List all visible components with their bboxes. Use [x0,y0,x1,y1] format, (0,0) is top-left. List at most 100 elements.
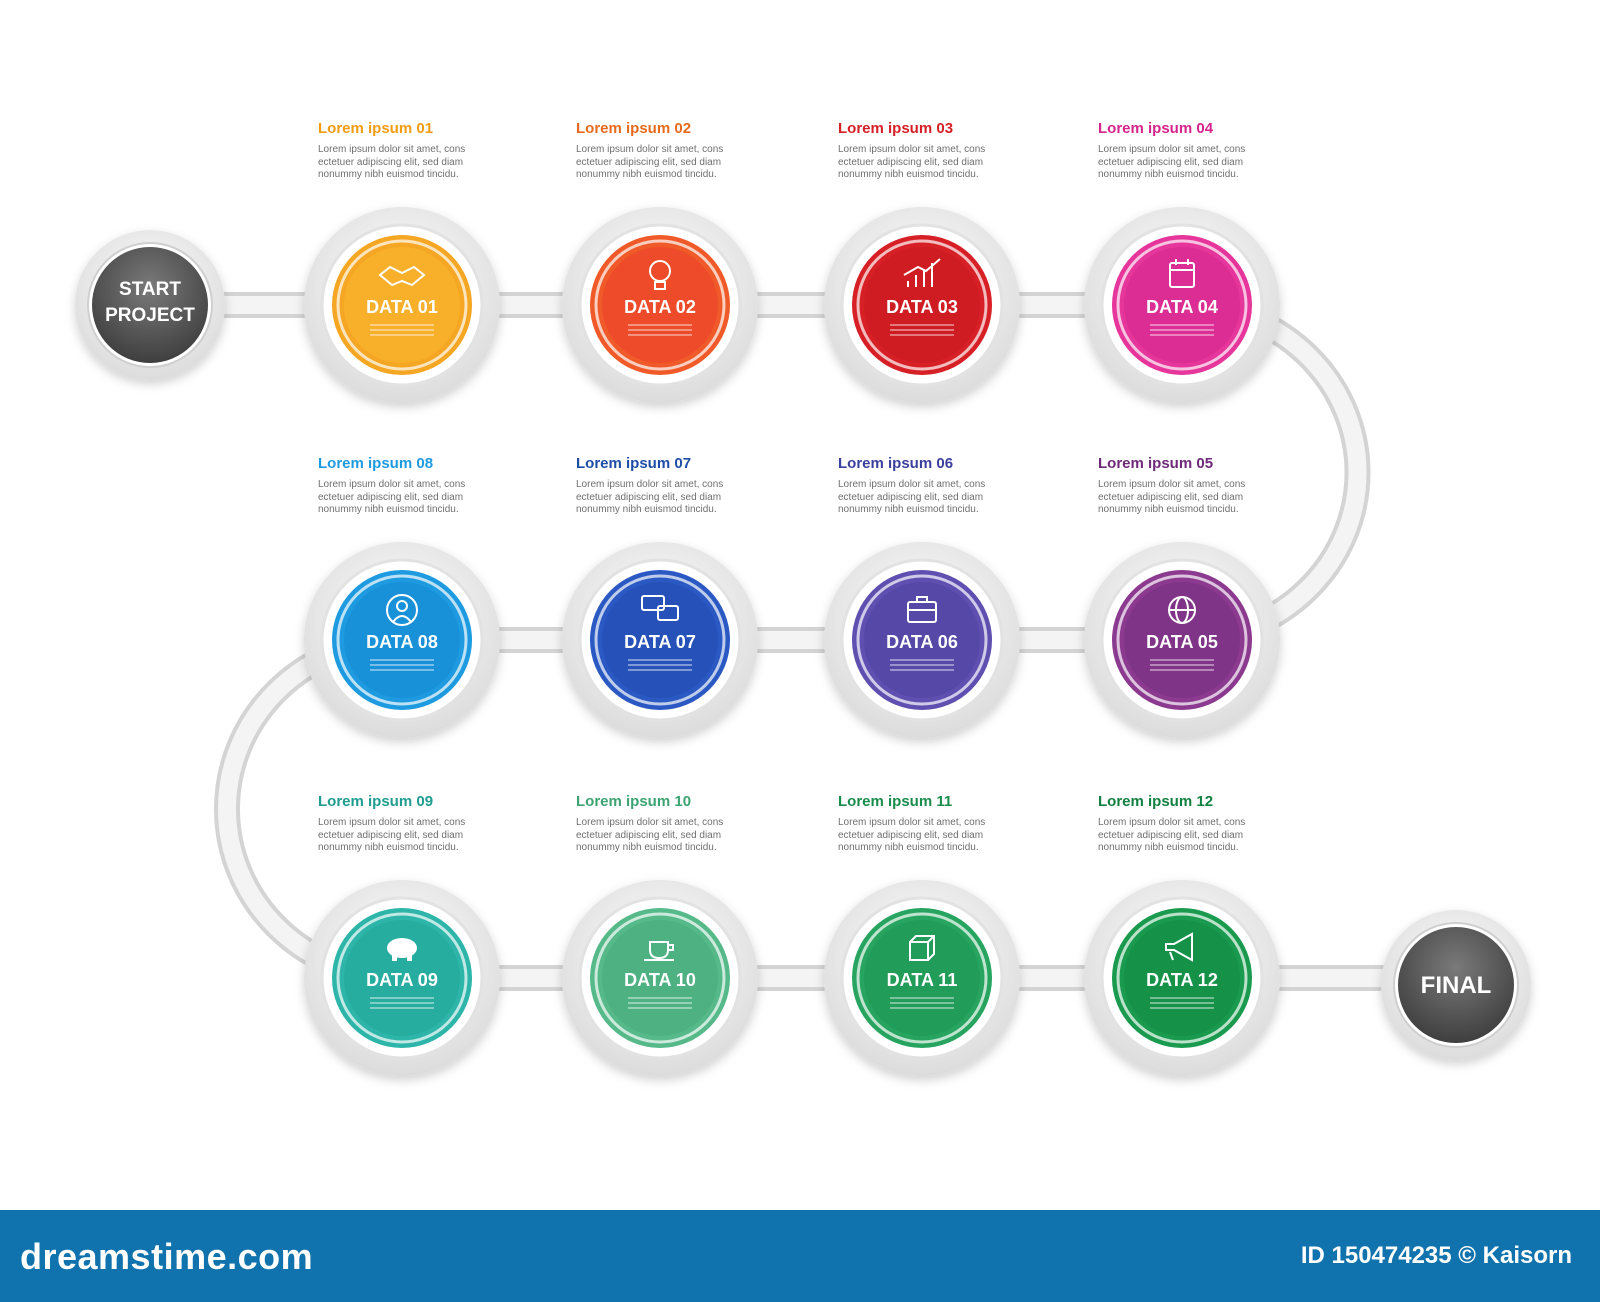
step-description: Lorem ipsum dolor sit amet, cons ectetue… [318,144,466,180]
step-disc [590,235,730,375]
step-node[interactable]: DATA 07 [562,542,758,738]
step-description: Lorem ipsum dolor sit amet, cons ectetue… [576,817,724,853]
step-disc-core [864,247,980,363]
step-description: Lorem ipsum dolor sit amet, cons ectetue… [318,479,466,515]
image-credit: ID 150474235 © Kaisorn [1300,1242,1572,1269]
step-disc [852,908,992,1048]
step-title: Lorem ipsum 01 [318,120,434,137]
step-title: Lorem ipsum 02 [576,120,692,137]
step-node-label: DATA 05 [1146,632,1218,652]
timeline-diagram: START PROJECT FINAL DATA 01 DATA 02 DATA 03 DA… [75,207,1531,1076]
final-node[interactable]: FINAL [1381,910,1531,1060]
step-disc [590,908,730,1048]
step-title: Lorem ipsum 04 [1098,120,1214,137]
piggy-bank-icon [387,938,417,961]
step-disc-highlight [336,574,468,706]
step-description: Lorem ipsum dolor sit amet, cons ectetue… [838,479,986,515]
step-disc-core [344,582,460,698]
step-description: Lorem ipsum dolor sit amet, cons ectetue… [1098,479,1246,515]
step-description: Lorem ipsum dolor sit amet, cons ectetue… [838,817,986,853]
step-disc-highlight [1116,912,1248,1044]
step-title: Lorem ipsum 08 [318,455,434,472]
step-disc-core [1124,920,1240,1036]
handshake-icon [378,265,426,287]
step-disc-core [602,920,718,1036]
megaphone-icon [1165,932,1193,962]
step-description: Lorem ipsum dolor sit amet, cons ectetue… [1098,817,1246,853]
step-disc [332,908,472,1048]
step-description: Lorem ipsum dolor sit amet, cons ectetue… [318,817,466,853]
step-node[interactable]: DATA 10 [562,880,758,1076]
step-disc-highlight [336,239,468,371]
step-disc [332,570,472,710]
step-disc-highlight [856,912,988,1044]
step-disc-core [344,247,460,363]
step-node[interactable]: DATA 05 [1084,542,1280,738]
step-node-label: DATA 12 [1146,970,1218,990]
step-disc-core [864,582,980,698]
step-node-label: DATA 01 [366,297,438,317]
step-node[interactable]: DATA 06 [824,542,1020,738]
step-title: Lorem ipsum 07 [576,455,692,472]
step-disc-highlight [856,574,988,706]
step-disc [1112,570,1252,710]
final-node-disc [1398,927,1514,1043]
step-disc-highlight [594,239,726,371]
step-title: Lorem ipsum 10 [576,793,692,810]
step-disc-core [602,247,718,363]
step-node-label: DATA 11 [887,970,958,990]
start-node-disc [92,247,208,363]
step-disc [852,570,992,710]
step-node[interactable]: DATA 02 [562,207,758,403]
step-disc [1112,235,1252,375]
cube-icon [909,935,935,961]
coffee-cup-icon [644,941,674,961]
step-node[interactable]: DATA 09 [304,880,500,1076]
step-node[interactable]: DATA 01 [304,207,500,403]
step-disc-highlight [336,912,468,1044]
step-description: Lorem ipsum dolor sit amet, cons ectetue… [1098,144,1246,180]
calendar-icon [1169,259,1195,288]
step-disc-core [1124,247,1240,363]
step-node-label: DATA 04 [1146,297,1218,317]
start-node-label: START [119,279,181,300]
step-node[interactable]: DATA 11 [824,880,1020,1076]
step-node[interactable]: DATA 04 [1084,207,1280,403]
step-disc-highlight [1116,239,1248,371]
brand-logo[interactable]: dreamstime.com [20,1236,314,1277]
step-disc-core [864,920,980,1036]
step-node-label: DATA 06 [886,632,958,652]
step-disc-highlight [1116,574,1248,706]
start-node[interactable]: START PROJECT [75,230,225,380]
step-disc-core [344,920,460,1036]
step-node-label: DATA 10 [624,970,696,990]
step-disc-highlight [594,574,726,706]
step-title: Lorem ipsum 06 [838,455,954,472]
step-disc [332,235,472,375]
step-disc-highlight [856,239,988,371]
step-disc-core [602,582,718,698]
step-disc [852,235,992,375]
step-node[interactable]: DATA 08 [304,542,500,738]
step-disc [1112,908,1252,1048]
step-node[interactable]: DATA 12 [1084,880,1280,1076]
footer-bar: dreamstime.com ID 150474235 © Kaisorn [0,1210,1600,1302]
step-title: Lorem ipsum 05 [1098,455,1214,472]
step-disc-core [1124,582,1240,698]
step-description: Lorem ipsum dolor sit amet, cons ectetue… [576,479,724,515]
chat-icon [641,595,679,621]
briefcase-icon [907,596,937,623]
businessman-icon [386,594,418,626]
step-disc [590,570,730,710]
step-node-label: DATA 02 [624,297,696,317]
step-node[interactable]: DATA 03 [824,207,1020,403]
step-node-label: DATA 09 [366,970,438,990]
chart-growth-icon [903,258,941,287]
final-node-label: FINAL [1421,972,1492,999]
start-node-label: PROJECT [105,305,195,326]
step-title: Lorem ipsum 11 [838,793,953,810]
globe-icon [1168,596,1196,624]
step-description: Lorem ipsum dolor sit amet, cons ectetue… [838,144,986,180]
step-node-label: DATA 03 [886,297,958,317]
lightbulb-icon [649,260,671,290]
